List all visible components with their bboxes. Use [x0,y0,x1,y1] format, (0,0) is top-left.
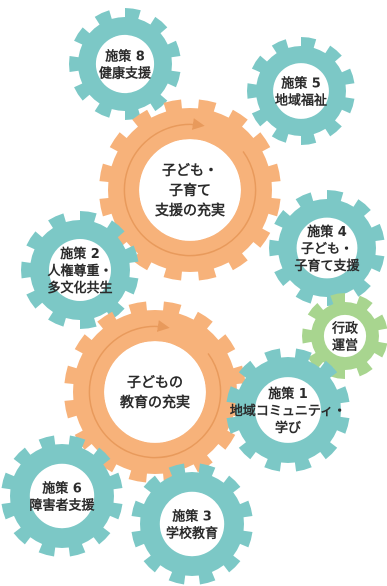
gear-center-child-education-label-line-2: 教育の充実 [120,394,190,411]
gear-policy-4-label-line-2: 子ども・ [301,242,353,257]
gear-policy-5-label-line-1: 施策 5 [281,76,321,92]
gear-policy-1-label-line-2: 地域コミュニティ・ [230,403,346,419]
gear-policy-1-label-line-3: 学び [275,420,302,436]
gear-policy-5-center [273,63,329,119]
gear-center-child-support-label-line-3: 支援の充実 [154,202,225,219]
gear-policy-8-center [95,34,155,94]
gear-policy-6-center [29,463,95,529]
gear-policy-8-label-line-1: 施策 8 [105,49,145,65]
gear-center-child-support-label-line-1: 子ども・ [162,163,218,179]
gear-policy-2-label-line-2: 人権尊重・ [47,263,112,279]
gear-policy-4-label-line-3: 子育て支援 [294,258,360,274]
gear-administration-label-line-2: 運営 [332,338,358,354]
gear-center-child-support-label-area [139,139,241,241]
gear-policy-1-center [255,377,321,443]
gear-center-child-education-label-line-1: 子どもの [127,375,183,391]
gear-policy-6-label-line-2: 障害者支援 [29,498,95,514]
gear-center-child-support-cycle-arrow [123,118,257,257]
gear-policy-3-label-line-2: 学校教育 [166,526,218,542]
gear-administration-center [323,314,367,358]
gear-policy-3-center [159,491,225,557]
gear-policy-1-label-line-1: 施策 1 [268,386,308,402]
gear-policy-4-center [296,217,358,279]
gear-policy-2-label-line-1: 施策 2 [60,246,100,262]
gear-policy-2-center [49,239,111,301]
gear-center-child-support-label-line-2: 子育て [169,182,211,199]
gear-policy-2-label-line-3: 多文化共生 [47,280,112,296]
gear-policy-4: 施策 4 子ども・子育て支援 [269,190,385,306]
gear-policy-6-label-line-1: 施策 6 [42,481,82,497]
gear-administration-label-line-1: 行政 [331,321,359,337]
gear-policy-3-label-line-1: 施策 3 [172,509,212,525]
gear-policy-5-label-line-2: 地域福祉 [275,93,327,109]
gear-center-child-education-cycle-arrow [88,320,222,459]
gear-policy-8-label-line-2: 健康支援 [99,66,152,82]
gear-center-child-education-label-area [104,341,206,443]
gear-policy-4-label-line-1: 施策 4 [307,224,347,240]
